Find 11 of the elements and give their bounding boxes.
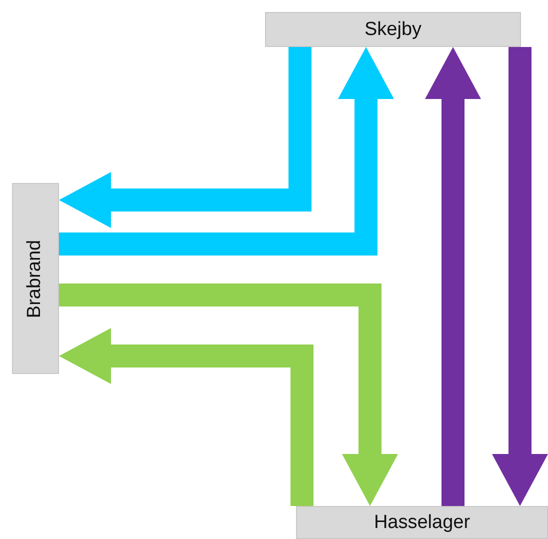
arrow [492, 47, 548, 506]
location-label: Hasselager [374, 512, 470, 534]
location-box [296, 506, 548, 539]
arrow [59, 328, 314, 506]
location-label: Skejby [364, 18, 422, 40]
arrow [59, 284, 398, 506]
location-box [12, 183, 59, 374]
location-label: Brabrand [24, 239, 46, 318]
arrow [59, 47, 312, 228]
location-box [265, 12, 521, 47]
arrow [425, 47, 481, 506]
